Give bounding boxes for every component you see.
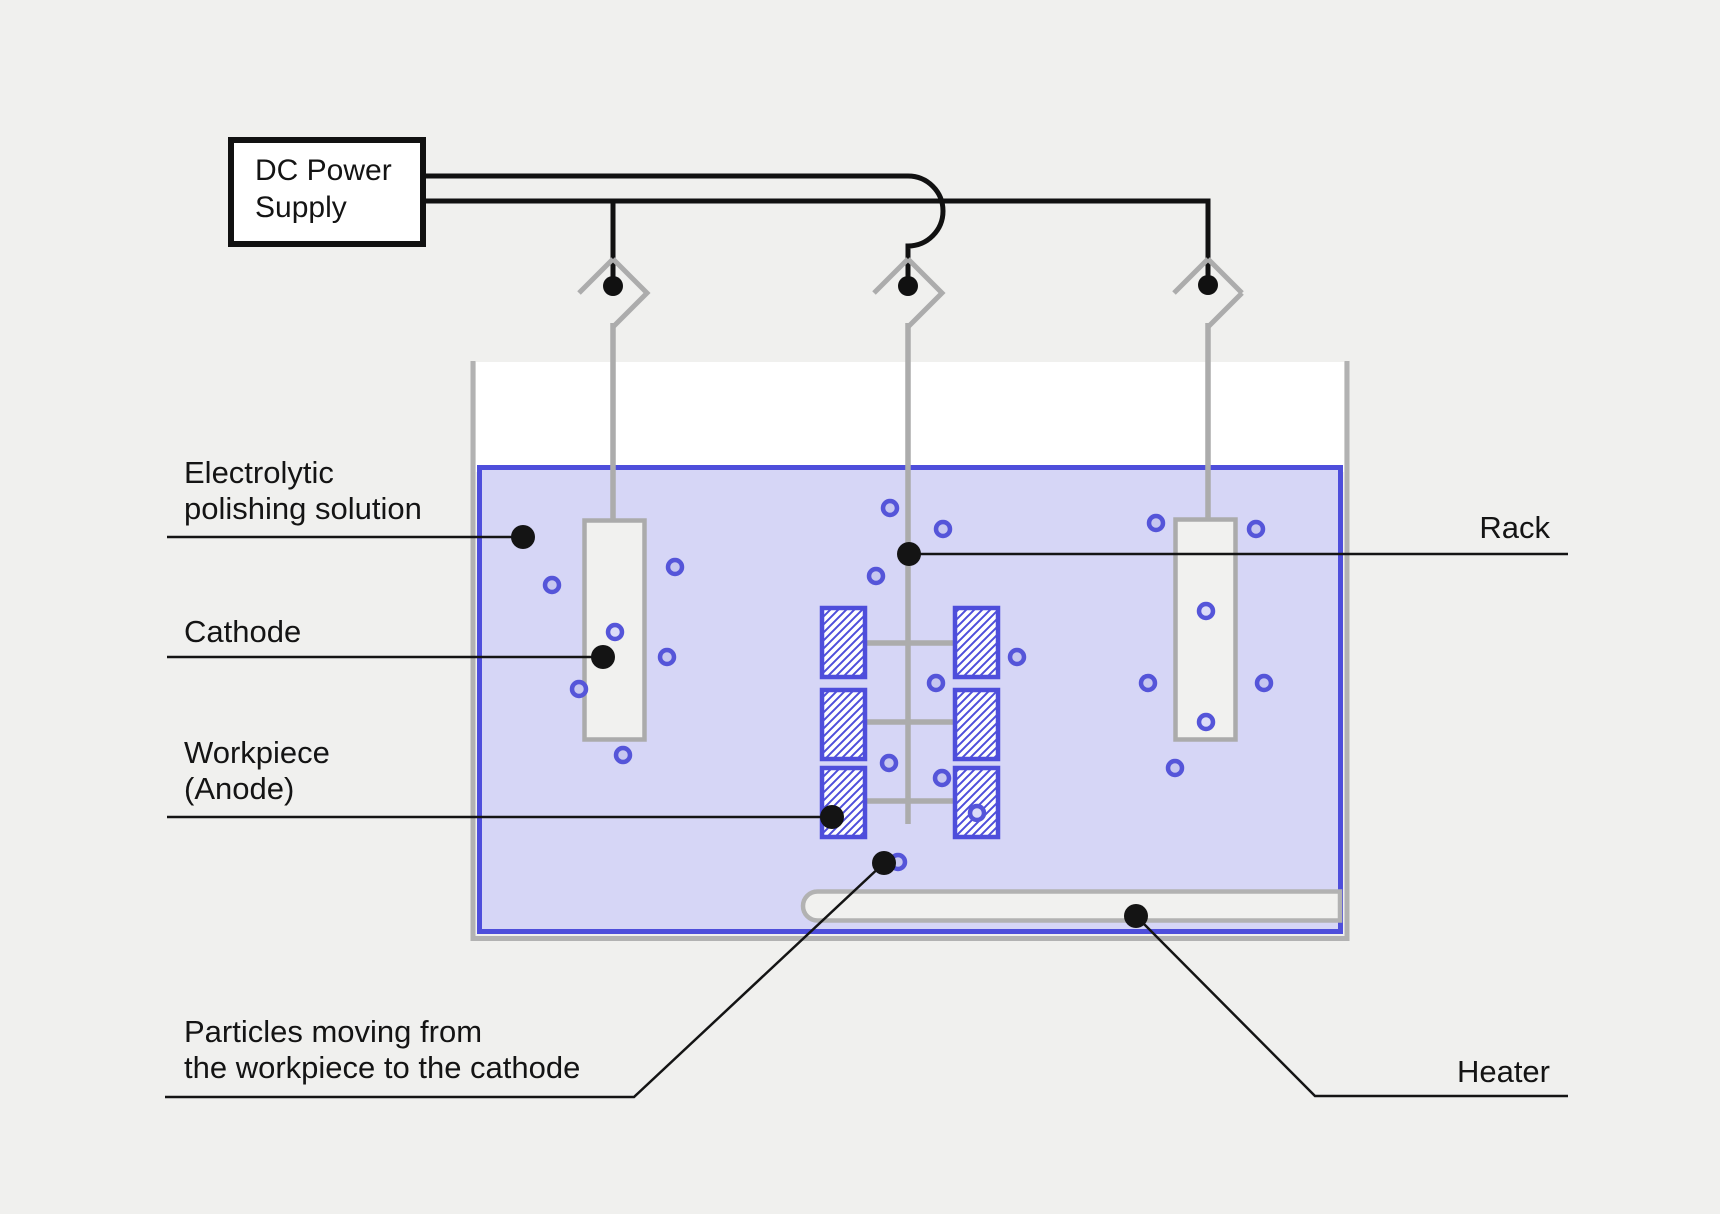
particle-bubble — [1196, 712, 1216, 732]
callout-dot-workpiece — [820, 805, 844, 829]
particle-bubble — [932, 768, 952, 788]
dc-power-supply-label-line2: Supply — [255, 191, 347, 224]
particle-bubble — [933, 519, 953, 539]
workpiece-label-line1: Workpiece — [184, 735, 330, 770]
dc-power-supply-label-line1: DC Power — [255, 154, 392, 187]
hook-middle-icon — [872, 257, 946, 329]
particle-bubble — [866, 566, 886, 586]
particle-bubble — [1138, 673, 1158, 693]
wire-anode — [423, 173, 946, 288]
heater-label: Heater — [1456, 1054, 1550, 1089]
leader-lines — [165, 535, 1568, 1099]
workpiece-anode-block — [952, 687, 1001, 762]
workpiece-anode-block — [952, 765, 1001, 840]
workpiece-anode-block — [819, 605, 868, 680]
particle-bubble — [1196, 601, 1216, 621]
particles-label-line1: Particles moving from — [184, 1014, 483, 1049]
wire-connection-dot — [603, 276, 623, 296]
wire-connection-dot — [898, 276, 918, 296]
particle-bubble — [926, 673, 946, 693]
particle-bubble — [569, 679, 589, 699]
tank-walls — [470, 361, 1350, 941]
rack-label: Rack — [1479, 510, 1550, 545]
particle-bubble — [665, 557, 685, 577]
solution-label: Electrolytic polishing solution — [184, 455, 422, 527]
hanger-hooks — [577, 257, 1244, 329]
particle-bubble — [967, 803, 987, 823]
wire-cathode — [423, 198, 1211, 286]
heater-leader-line — [1135, 915, 1568, 1098]
particle-bubble — [657, 647, 677, 667]
dc-power-supply-box: DC Power Supply — [228, 137, 426, 247]
particle-bubble — [613, 745, 633, 765]
wire-connection-dot — [1198, 275, 1218, 295]
particle-bubble — [1165, 758, 1185, 778]
callout-dot-particles — [872, 851, 896, 875]
solution-label-line1: Electrolytic — [184, 455, 334, 490]
heater-element — [800, 889, 1343, 923]
particles-label-line2: the workpiece to the cathode — [184, 1050, 581, 1085]
wires — [423, 173, 1211, 288]
hook-right-icon — [1172, 257, 1244, 329]
rack-crossbars — [862, 640, 958, 804]
callout-dots — [511, 275, 1218, 928]
workpieces — [819, 605, 1001, 840]
callout-dot-cathode — [591, 645, 615, 669]
particle-bubble — [879, 753, 899, 773]
particles-label: Particles moving from the workpiece to t… — [184, 1014, 580, 1086]
rack-rods — [610, 323, 1211, 824]
particle-bubbles — [542, 498, 1274, 872]
callout-dot-heater — [1124, 904, 1148, 928]
hook-left-icon — [577, 257, 651, 329]
particles-leader-line — [165, 862, 885, 1099]
particle-bubble — [1246, 519, 1266, 539]
cathode-label: Cathode — [184, 614, 302, 649]
particle-bubble — [880, 498, 900, 518]
callout-dot-solution — [511, 525, 535, 549]
particle-bubble — [542, 575, 562, 595]
workpiece-label: Workpiece (Anode) — [184, 735, 330, 807]
particle-bubble — [605, 622, 625, 642]
workpiece-anode-block — [952, 605, 1001, 680]
particle-bubble — [1146, 513, 1166, 533]
particle-bubble — [1007, 647, 1027, 667]
callout-dot-rack — [897, 542, 921, 566]
solution-label-line2: polishing solution — [184, 491, 422, 526]
workpiece-anode-block — [819, 687, 868, 762]
cathode-right-plate — [1173, 517, 1238, 742]
workpiece-label-line2: (Anode) — [184, 771, 295, 806]
particle-bubble — [1254, 673, 1274, 693]
